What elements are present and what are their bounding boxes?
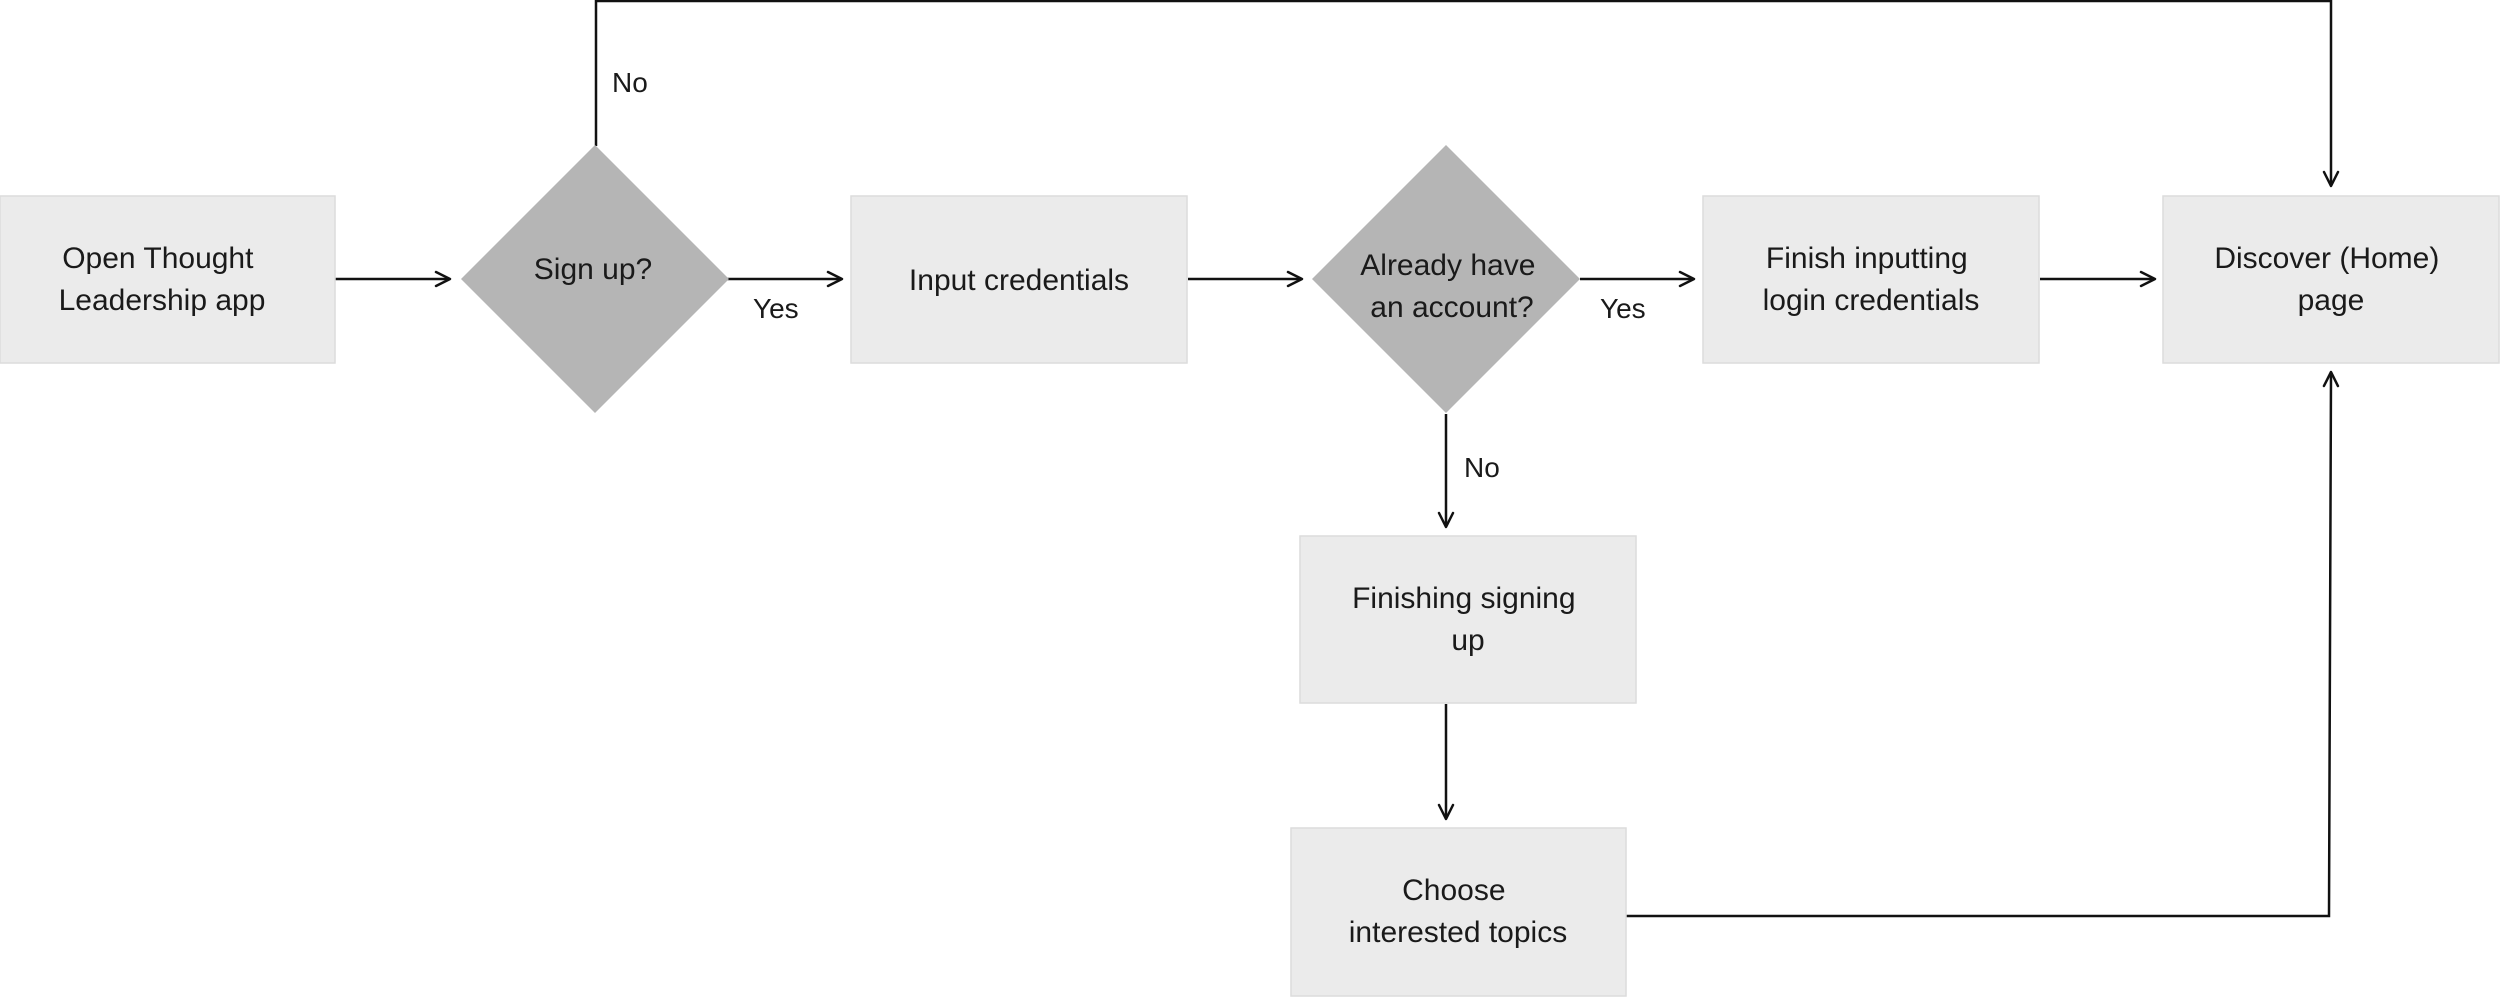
node-open-app-line-1: Open Thought (62, 242, 254, 275)
edge-label-signup-no: No (612, 67, 648, 98)
edge-label-signup-yes: Yes (753, 293, 799, 324)
svg-text:Input credentials: Input credentials (909, 264, 1129, 297)
node-finishing-signup-line-2: up (1451, 624, 1484, 657)
decision-already-account: Already have an account? (1312, 145, 1580, 413)
connector-topics-to-discover (1626, 370, 2340, 918)
svg-text:Already have an account?: Already have an account? (1360, 249, 1543, 324)
edge-label-account-no: No (1464, 452, 1500, 483)
decision-sign-up: Sign up? (461, 145, 729, 413)
node-open-app: Open Thought Leadership app (0, 195, 336, 364)
node-finish-login-line-2: login credentials (1763, 284, 1980, 317)
edge-labels: No Yes Yes No (612, 67, 1646, 483)
connectors (335, 0, 2340, 918)
decision-already-account-line-1: Already have (1360, 249, 1535, 282)
decision-sign-up-line-1: Sign up? (534, 253, 652, 286)
node-finish-login: Finish inputting login credentials (1702, 195, 2040, 364)
node-finishing-signup-line-1: Finishing signing (1352, 582, 1575, 615)
node-choose-topics-line-1: Choose (1402, 874, 1505, 907)
svg-text:Sign up?: Sign up? (534, 253, 652, 286)
svg-text:Finishing signing up: Finishing signing up (1352, 582, 1584, 657)
node-input-credentials: Input credentials (850, 195, 1188, 364)
node-discover-page-line-1: Discover (Home) (2214, 242, 2439, 275)
node-choose-topics-line-2: interested topics (1349, 916, 1567, 949)
svg-text:Finish inputting login c: Finish inputting login credentials (1763, 242, 1980, 317)
node-finish-login-line-1: Finish inputting (1766, 242, 1968, 275)
svg-text:Discover (Home) page: Discover (Home) page (2214, 242, 2447, 317)
edge-label-account-yes: Yes (1600, 293, 1646, 324)
decision-already-account-line-2: an account? (1370, 291, 1533, 324)
node-finishing-signup: Finishing signing up (1299, 535, 1637, 704)
node-input-credentials-line-1: Input credentials (909, 264, 1129, 297)
node-choose-topics: Choose interested topics (1290, 827, 1627, 997)
node-discover-page-line-2: page (2298, 284, 2365, 317)
node-discover-page: Discover (Home) page (2162, 195, 2500, 364)
svg-text:Open Thought Leadership: Open Thought Leadership app (59, 242, 266, 317)
connector-signup-no-to-discover (594, 0, 2340, 188)
node-open-app-line-2: Leadership app (59, 284, 266, 317)
svg-text:Choose interested topics: Choose interested topics (1349, 874, 1567, 949)
